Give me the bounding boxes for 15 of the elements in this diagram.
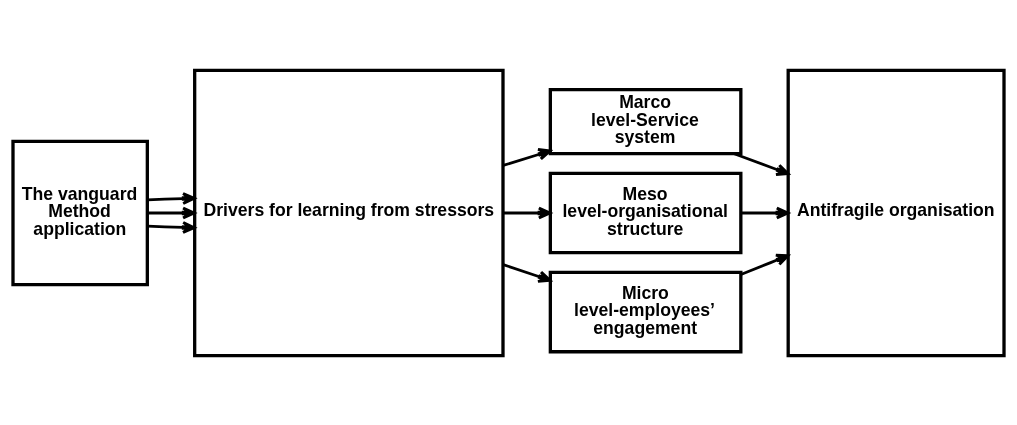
arrow (147, 220, 196, 234)
arrow (740, 253, 790, 276)
arrow (733, 151, 790, 176)
arrow (503, 206, 552, 219)
node-box: Drivers for learning from stressors (193, 68, 505, 357)
node-box: Marco level-Service system (548, 87, 743, 155)
node-box: The vanguard Method application (11, 139, 149, 286)
arrow (502, 262, 552, 283)
arrow (147, 206, 196, 219)
node-box: Meso level-organisational structure (548, 171, 743, 254)
arrow (502, 147, 552, 167)
arrow (740, 206, 790, 219)
node-box: Micro level-employees’ engagement (548, 270, 743, 353)
node-box: Antifragile organisation (786, 68, 1006, 357)
arrow (147, 191, 196, 205)
